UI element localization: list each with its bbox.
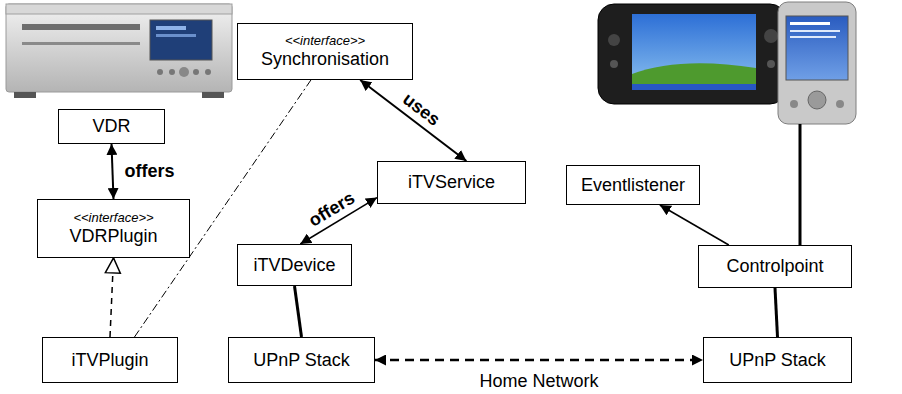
connector: [112, 144, 114, 199]
connector: [360, 80, 466, 161]
device-link: [799, 124, 802, 245]
box-label: Synchronisation: [261, 49, 389, 70]
box-label: Eventlistener: [581, 175, 685, 196]
pda-device: [778, 2, 856, 124]
box-label: VDRPlugin: [69, 226, 157, 247]
connector: [775, 288, 778, 337]
connector: [295, 286, 302, 337]
box-label: VDR: [92, 116, 130, 137]
box-label: UPnP Stack: [253, 350, 350, 371]
class-box: VDR: [58, 109, 165, 144]
stereotype-text: <<interface>>: [73, 211, 153, 226]
class-box: UPnP Stack: [228, 337, 375, 383]
edge-label: offers: [123, 162, 177, 182]
umpc-device: [598, 4, 786, 104]
class-box: <<interface>>VDRPlugin: [37, 199, 190, 258]
class-box: iTVDevice: [237, 244, 352, 286]
connector: [110, 258, 114, 337]
class-box: Eventlistener: [566, 165, 700, 205]
box-label: iTVPlugin: [71, 350, 148, 371]
box-label: iTVDevice: [253, 255, 335, 276]
class-box: <<interface>>Synchronisation: [237, 23, 413, 80]
class-box: iTVPlugin: [42, 337, 178, 383]
class-box: iTVService: [377, 161, 526, 204]
edge-label: uses: [397, 89, 445, 132]
edge-label: Home Network: [477, 372, 600, 392]
media-pc: [6, 4, 232, 98]
class-box: Controlpoint: [698, 245, 852, 288]
box-label: Controlpoint: [726, 256, 823, 277]
connector: [660, 205, 729, 245]
box-label: UPnP Stack: [729, 350, 826, 371]
box-label: iTVService: [408, 172, 495, 193]
edge-label: offers: [304, 187, 360, 232]
class-box: UPnP Stack: [703, 337, 852, 383]
stereotype-text: <<interface>>: [285, 34, 365, 49]
connector: [375, 359, 703, 362]
